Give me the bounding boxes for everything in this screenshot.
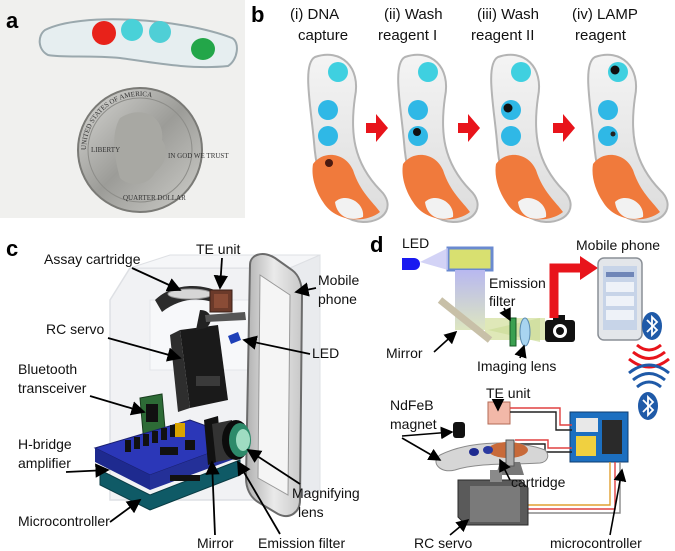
cyan-well <box>149 21 171 43</box>
led-icon <box>402 258 420 270</box>
panel-c: c <box>6 236 360 551</box>
coin-motto: IN GOD WE TRUST <box>168 152 229 160</box>
optics-3d <box>204 416 251 465</box>
leader-lines-d-optics <box>433 307 527 359</box>
step-4-line2: reagent <box>575 27 627 44</box>
step-4-line1: (iv) LAMP <box>572 6 638 23</box>
quarter-coin: UNITED STATES OF AMERICA LIBERTY QUARTER… <box>77 87 229 213</box>
label-assay-cartridge: Assay cartridge <box>44 251 141 267</box>
red-arrow <box>553 114 575 142</box>
label-hbridge-2: amplifier <box>18 455 71 471</box>
panel-b: b (i) DNA capture (ii) Wash reagent I (i… <box>251 2 669 223</box>
label-d-ndfeb-2: magnet <box>390 416 437 432</box>
label-d-led: LED <box>402 235 429 251</box>
red-arrow <box>458 114 480 142</box>
emission-filter-element <box>509 317 517 347</box>
label-mobile-phone-1: Mobile <box>318 272 359 288</box>
light-source <box>446 246 494 272</box>
step-2-line1: (ii) Wash <box>384 6 443 23</box>
mobile-phone-3d <box>244 253 304 518</box>
label-led: LED <box>312 345 339 361</box>
step-2-line2: reagent I <box>378 27 437 44</box>
label-d-ndfeb-1: NdFeB <box>390 397 434 413</box>
label-d-mobile-phone: Mobile phone <box>576 237 660 253</box>
wireless-signal-icon <box>628 343 670 389</box>
label-d-mirror: Mirror <box>386 345 423 361</box>
cartridge-step-2 <box>397 53 479 223</box>
label-magnifying-1: Magnifying <box>292 485 360 501</box>
label-d-te-unit: TE unit <box>486 385 530 401</box>
red-arrow <box>366 114 388 142</box>
cartridge-step-1 <box>307 53 389 223</box>
assay-cartridge-photo <box>38 18 238 69</box>
label-hbridge-1: H-bridge <box>18 436 72 452</box>
cartridge-illustration <box>435 442 549 472</box>
assay-cartridge-3d <box>155 285 233 313</box>
red-signal-path <box>549 263 584 318</box>
panel-d-letter: d <box>370 232 383 257</box>
cartridge-step-3 <box>490 53 572 223</box>
coin-liberty: LIBERTY <box>91 146 120 154</box>
label-rc-servo: RC servo <box>46 321 105 337</box>
bluetooth-icon <box>642 312 662 340</box>
label-mirror: Mirror <box>197 535 234 551</box>
panel-a: a UNITED STATES OF AMERICA LIBERTY QUART… <box>0 0 245 218</box>
label-mobile-phone-2: phone <box>318 291 357 307</box>
step-1-line1: (i) DNA <box>290 6 339 23</box>
green-well <box>191 38 215 60</box>
panel-b-letter: b <box>251 2 264 27</box>
leader-lines-c <box>65 257 317 536</box>
label-d-emission-1: Emission <box>489 275 546 291</box>
camera-icon <box>545 315 575 342</box>
led-3d <box>228 332 241 344</box>
imaging-lens-element <box>519 317 531 347</box>
label-d-imaging-lens: Imaging lens <box>477 358 556 374</box>
red-arrow-head <box>580 256 598 280</box>
panel-d: d LED M <box>370 232 670 551</box>
label-magnifying-2: lens <box>298 504 324 520</box>
label-d-rc-servo: RC servo <box>414 535 473 551</box>
label-d-microcontroller: microcontroller <box>550 535 642 551</box>
rc-servo-illustration <box>457 470 529 526</box>
microcontroller-illustration <box>569 411 629 463</box>
panel-a-letter: a <box>6 8 19 33</box>
step-3-line1: (iii) Wash <box>477 6 539 23</box>
label-te-unit: TE unit <box>196 241 240 257</box>
red-well <box>92 21 116 45</box>
label-emission-filter: Emission filter <box>258 535 345 551</box>
step-3-line2: reagent II <box>471 27 534 44</box>
label-d-emission-2: filter <box>489 293 516 309</box>
mobile-phone-illustration <box>597 257 643 341</box>
coin-quarter-dollar: QUARTER DOLLAR <box>123 194 186 202</box>
cyan-well <box>121 19 143 41</box>
cartridge-step-4 <box>587 53 669 223</box>
leader-lines-d-mech <box>401 398 627 536</box>
te-unit-illustration <box>487 401 511 425</box>
mirror-element <box>437 297 493 343</box>
label-d-cartridge: cartridge <box>511 474 566 490</box>
step-1-line2: capture <box>298 27 348 44</box>
label-microcontroller: Microcontroller <box>18 513 110 529</box>
washington-profile <box>114 112 166 184</box>
label-bluetooth-2: transceiver <box>18 380 87 396</box>
panel-c-letter: c <box>6 236 18 261</box>
bluetooth-icon <box>638 392 658 420</box>
label-bluetooth-1: Bluetooth <box>18 361 77 377</box>
